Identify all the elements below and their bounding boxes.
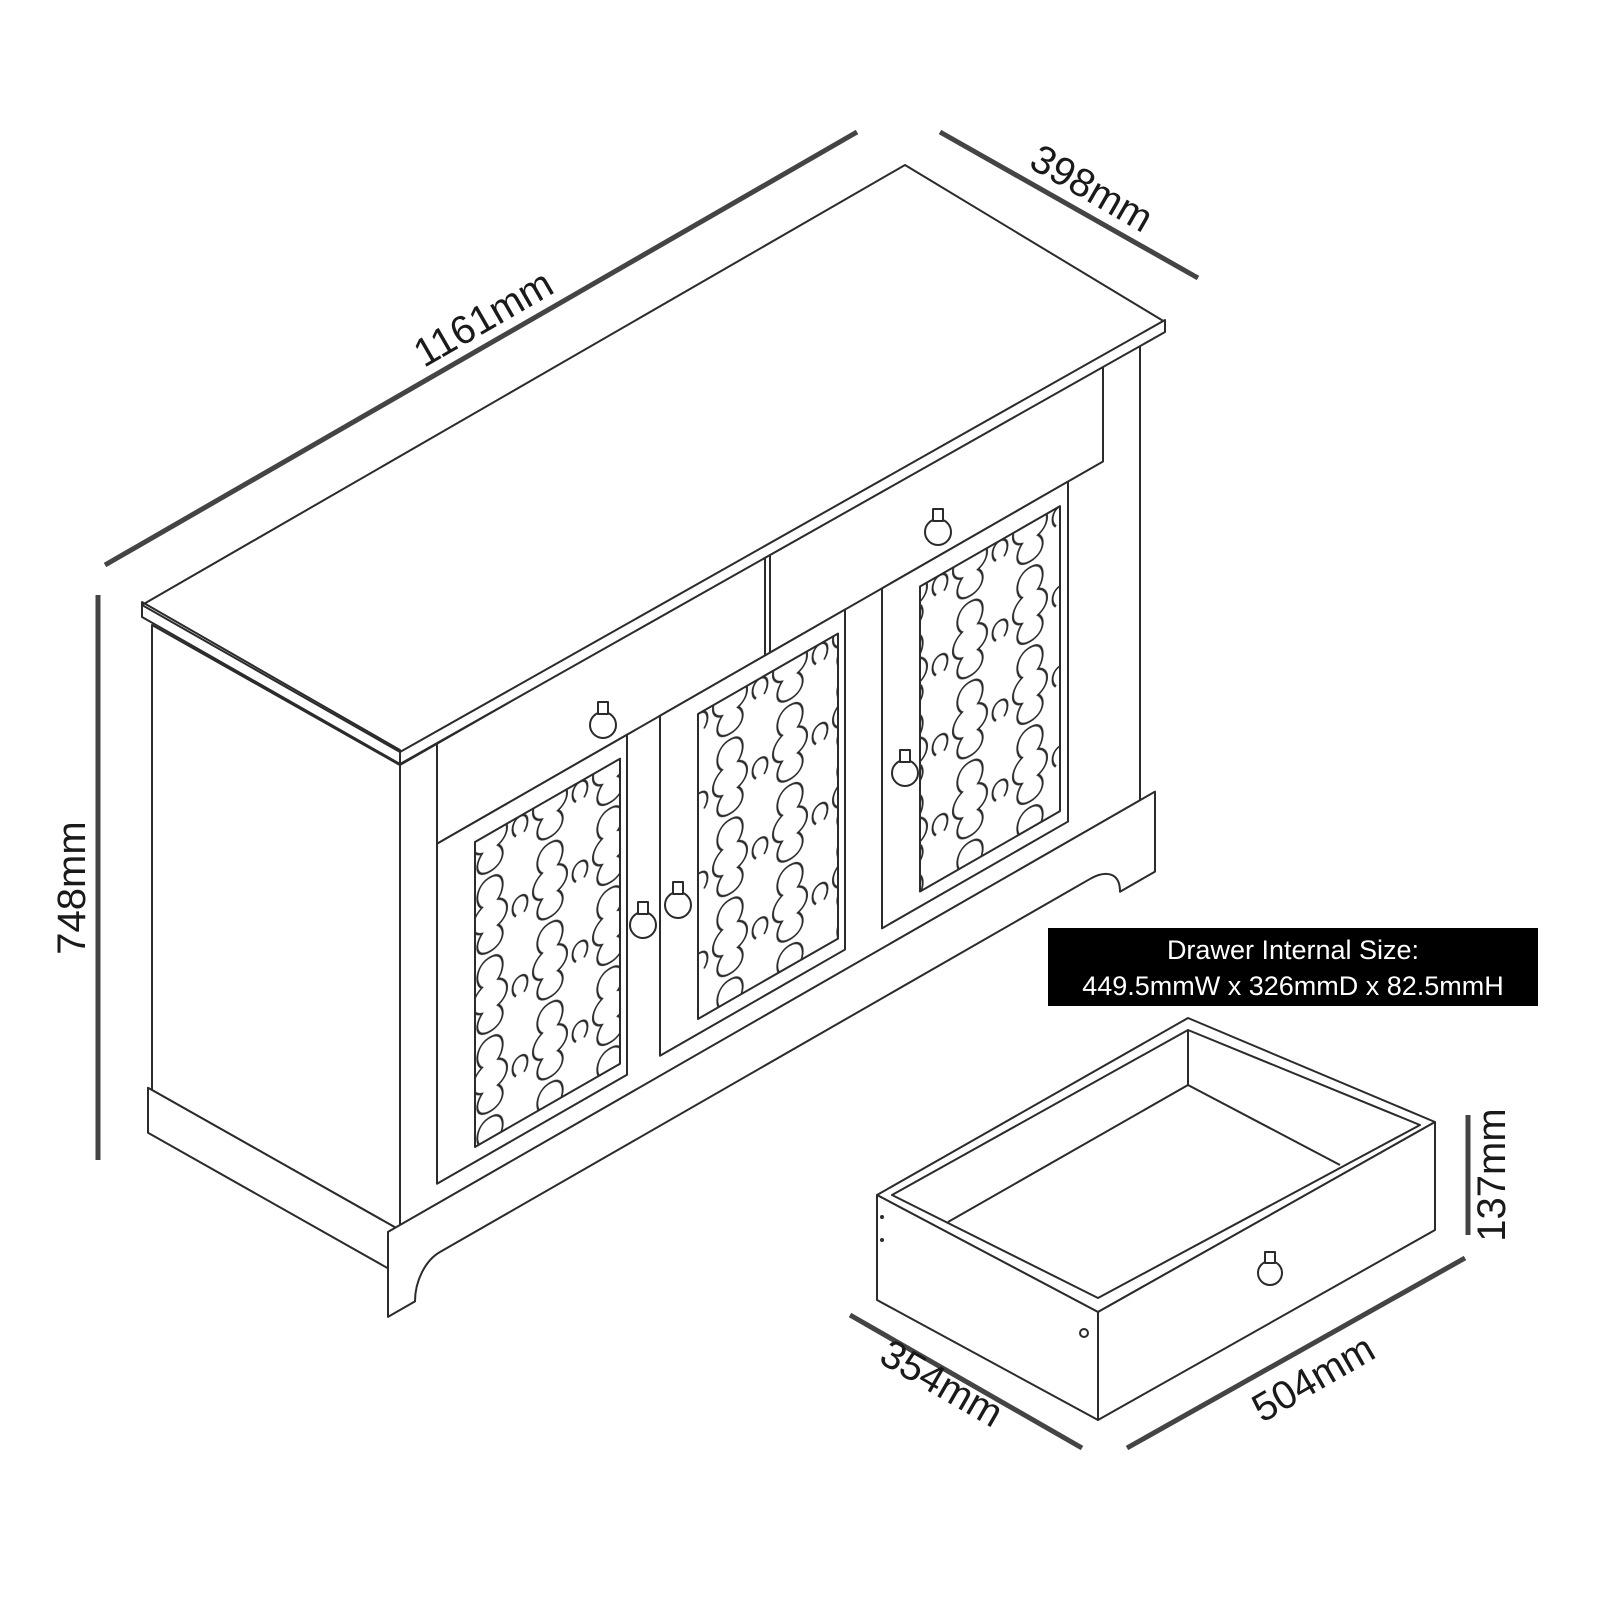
- side-panel: [148, 623, 400, 1275]
- dimension-line: [848, 1312, 1084, 1451]
- screw-icon: [1080, 1329, 1088, 1337]
- sideboard: [142, 165, 1165, 1317]
- drawer-height-label: 137mm: [1470, 1108, 1514, 1241]
- ring-handle-icon[interactable]: [630, 902, 656, 938]
- drawer-front: [1098, 1122, 1435, 1420]
- dimension-line: [938, 129, 1200, 281]
- front-face: [388, 332, 1155, 1317]
- lattice-panel: [698, 634, 838, 1019]
- ring-handle-icon[interactable]: [1258, 1252, 1282, 1285]
- ring-handle-icon[interactable]: [590, 702, 616, 738]
- drawer-interior: [892, 1030, 1420, 1298]
- height-label: 748mm: [50, 821, 94, 954]
- lattice-panel: [920, 506, 1060, 891]
- front-plinth: [388, 792, 1155, 1317]
- dimension-height: 748mm: [50, 595, 101, 1160]
- drawer-info-title: Drawer Internal Size:: [1166, 935, 1420, 965]
- open-drawer: [877, 1018, 1435, 1420]
- dimension-drawer-height: 137mm: [1465, 1108, 1514, 1242]
- drawer-internal-size-label: Drawer Internal Size: 449.5mmW x 326mmD …: [1048, 928, 1538, 1006]
- top-edge-front: [400, 320, 1165, 764]
- dimension-line: [1125, 1255, 1467, 1451]
- drawer-floor-edge: [1188, 1085, 1340, 1165]
- ring-handle-icon[interactable]: [925, 509, 951, 545]
- ring-handle-icon[interactable]: [892, 750, 918, 786]
- ring-handle-icon[interactable]: [665, 882, 691, 918]
- lattice-panel: [475, 759, 620, 1147]
- dimension-line: [103, 129, 859, 568]
- drawer-info-value: 449.5mmW x 326mmD x 82.5mmH: [1082, 971, 1504, 1001]
